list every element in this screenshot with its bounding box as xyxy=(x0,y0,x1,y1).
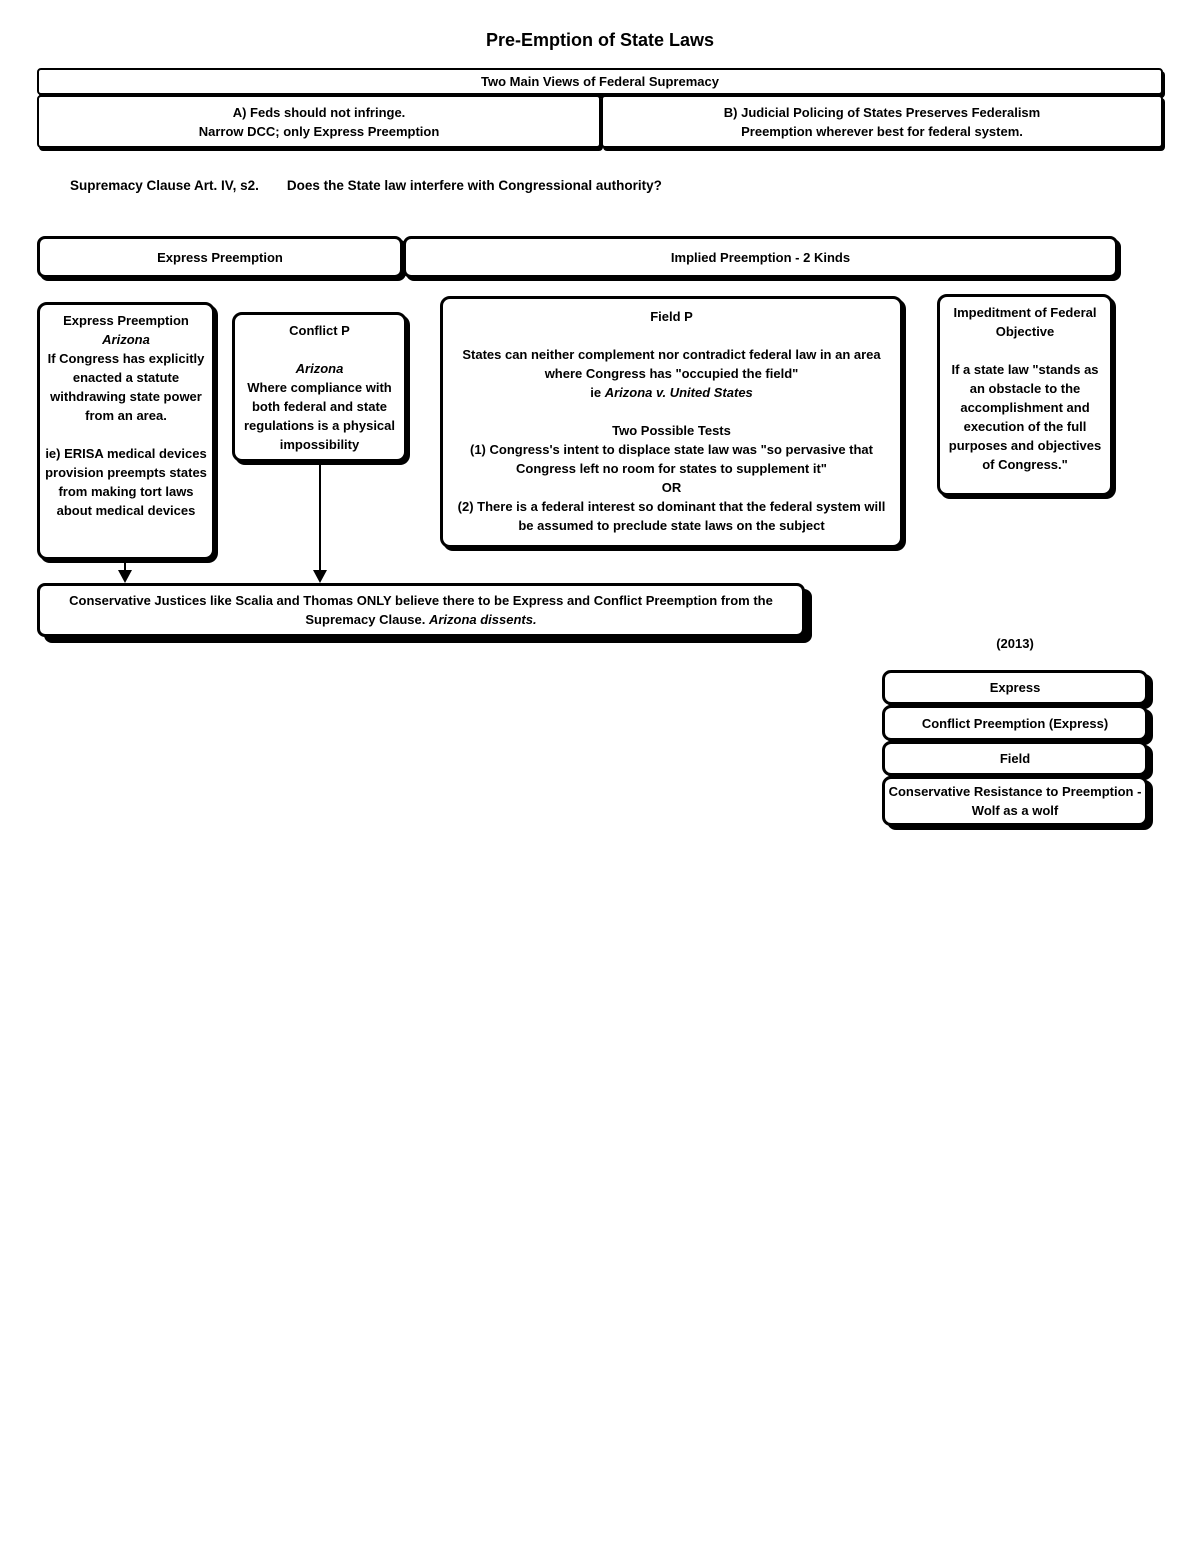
conflict-box-case: Arizona xyxy=(295,361,344,376)
express-box-body: If Congress has explicitly enacted a sta… xyxy=(47,351,205,423)
express-box-example: ie) ERISA medical devices provision pree… xyxy=(45,446,207,518)
field-box-tests-title: Two Possible Tests xyxy=(612,423,731,438)
spacer xyxy=(239,340,400,359)
express-box-title: Express Preemption xyxy=(63,313,189,328)
express-box-case: Arizona xyxy=(102,332,150,347)
conservative-justices-box: Conservative Justices like Scalia and Th… xyxy=(37,583,805,637)
legend-item-express: Express xyxy=(882,670,1148,705)
field-box-test2: (2) There is a federal interest so domin… xyxy=(457,499,886,533)
implied-preemption-column-header: Implied Preemption - 2 Kinds xyxy=(403,236,1118,278)
two-main-views-label: Two Main Views of Federal Supremacy xyxy=(481,74,719,89)
legend-year-label: (2013) xyxy=(996,636,1034,651)
spacer xyxy=(945,341,1105,360)
page-title: Pre-Emption of State Laws xyxy=(485,30,715,50)
legend-item-field-label: Field xyxy=(999,751,1031,766)
view-b-line1: B) Judicial Policing of States Preserves… xyxy=(723,104,1041,120)
view-b-line2: Preemption wherever best for federal sys… xyxy=(741,123,1023,139)
view-a-line2: Narrow DCC; only Express Preemption xyxy=(198,123,440,139)
legend-item-field: Field xyxy=(882,741,1148,776)
spacer xyxy=(453,326,890,345)
field-preemption-box: Field P States can neither complement no… xyxy=(440,296,903,548)
field-box-title: Field P xyxy=(650,309,693,324)
impediment-box-title: Impeditment of Federal Objective xyxy=(953,305,1097,339)
arrow-express-to-conservative-head xyxy=(118,570,132,583)
implied-header-label: Implied Preemption - 2 Kinds xyxy=(670,249,851,265)
legend-item-conflict: Conflict Preemption (Express) xyxy=(882,705,1148,741)
legend-item-conservative-resistance-label: Conservative Resistance to Preemption - … xyxy=(888,784,1142,818)
supremacy-clause-lead: Supremacy Clause Art. IV, s2. xyxy=(70,178,259,193)
conservative-box-main-text: Conservative Justices like Scalia and Th… xyxy=(69,593,773,627)
express-preemption-box: Express Preemption Arizona If Congress h… xyxy=(37,302,215,560)
view-a-box: A) Feds should not infringe. Narrow DCC;… xyxy=(37,95,601,148)
conflict-preemption-box: Conflict P Arizona Where compliance with… xyxy=(232,312,407,462)
view-a-line1: A) Feds should not infringe. xyxy=(232,104,406,120)
field-box-cite-prefix: ie xyxy=(590,385,605,400)
field-box-citation: ie Arizona v. United States xyxy=(453,383,890,402)
arrow-express-to-conservative-line xyxy=(124,560,126,572)
field-box-or: OR xyxy=(661,480,682,495)
impediment-of-federal-objective-box: Impeditment of Federal Objective If a st… xyxy=(937,294,1113,496)
view-b-box: B) Judicial Policing of States Preserves… xyxy=(601,95,1163,148)
supremacy-clause-question: Supremacy Clause Art. IV, s2. Does the St… xyxy=(70,178,1070,193)
express-header-label: Express Preemption xyxy=(157,249,283,265)
supremacy-clause-text: Does the State law interfere with Congre… xyxy=(286,178,662,193)
arrow-conflict-to-conservative-line xyxy=(319,462,321,572)
legend-item-express-label: Express xyxy=(989,680,1041,695)
express-preemption-column-header: Express Preemption xyxy=(37,236,403,278)
spacer xyxy=(44,425,208,444)
field-box-body: States can neither complement nor contra… xyxy=(462,347,881,381)
two-main-views-header-box: Two Main Views of Federal Supremacy xyxy=(37,68,1163,95)
legend-item-conflict-label: Conflict Preemption (Express) xyxy=(921,715,1109,731)
conflict-box-body: Where compliance with both federal and s… xyxy=(244,380,395,452)
conservative-box-text: Conservative Justices like Scalia and Th… xyxy=(50,591,792,629)
field-box-cite-case: Arizona v. United States xyxy=(604,385,753,400)
conflict-box-title: Conflict P xyxy=(289,323,350,338)
spacer xyxy=(453,402,890,421)
conservative-box-italic-text: Arizona dissents. xyxy=(428,612,537,627)
legend-item-conservative-resistance: Conservative Resistance to Preemption - … xyxy=(882,776,1148,826)
arrow-conflict-to-conservative-head xyxy=(313,570,327,583)
field-box-test1: (1) Congress's intent to displace state … xyxy=(470,442,873,476)
impediment-box-body: If a state law "stands as an obstacle to… xyxy=(948,362,1102,472)
